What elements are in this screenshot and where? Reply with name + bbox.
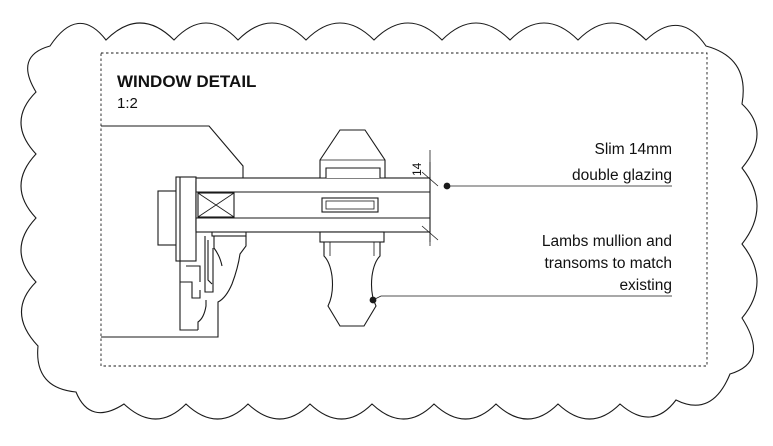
glazing-leader	[443, 182, 672, 190]
mullion-note-line3: existing	[619, 277, 672, 294]
glazing-note-line1: Slim 14mm	[594, 141, 672, 158]
detail-scale: 1:2	[117, 95, 138, 112]
glazing-dimension: 14	[410, 150, 439, 246]
lambs-mullion	[319, 129, 386, 327]
mullion-note-line2: transoms to match	[545, 255, 673, 272]
mullion-note-line1: Lambs mullion and	[542, 233, 672, 250]
mullion-leader	[369, 295, 672, 304]
detail-frame	[100, 52, 708, 367]
detail-title: WINDOW DETAIL	[117, 72, 256, 91]
dimension-value: 14	[410, 162, 424, 176]
double-glazing-unit	[195, 177, 431, 233]
glazing-note-line2: double glazing	[572, 167, 672, 184]
revision-cloud	[20, 22, 758, 420]
